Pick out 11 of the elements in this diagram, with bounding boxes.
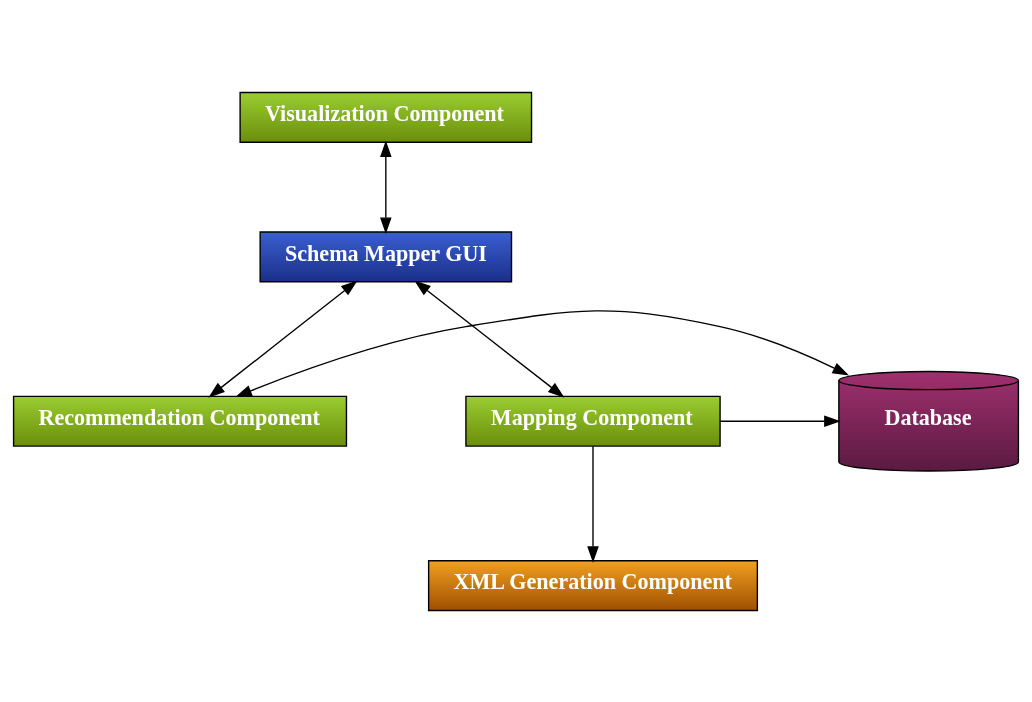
node-box: Mapping Component xyxy=(465,395,721,447)
node-box: Recommendation Component xyxy=(12,395,348,447)
arrow xyxy=(587,444,599,563)
arrow xyxy=(235,309,850,397)
arrow xyxy=(380,140,392,234)
arrow xyxy=(414,279,565,398)
node-box: Visualization Component xyxy=(239,91,533,143)
node-box: XML Generation Component xyxy=(427,559,759,611)
arrow xyxy=(719,414,841,427)
arrow xyxy=(208,279,358,398)
node-box: Schema Mapper GUI xyxy=(259,230,513,282)
